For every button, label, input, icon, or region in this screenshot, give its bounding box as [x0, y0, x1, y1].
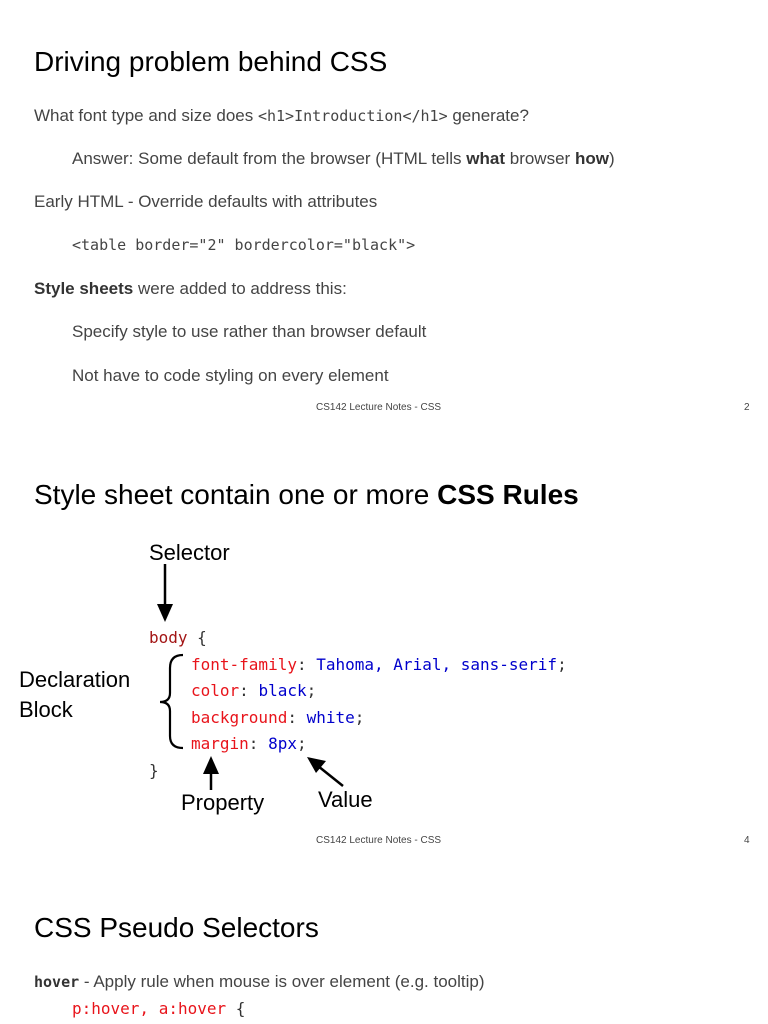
- value-label: Value: [318, 787, 373, 812]
- declaration-label-line2: Block: [19, 697, 73, 722]
- early-html-line: Early HTML - Override defaults with attr…: [34, 192, 378, 211]
- page-number: 2: [744, 402, 750, 413]
- question-suffix: generate?: [447, 106, 529, 125]
- code-property: font-family: [191, 654, 297, 674]
- code-value: white: [306, 707, 355, 727]
- hover-code-brace: {: [226, 999, 246, 1018]
- property-label: Property: [181, 790, 265, 815]
- code-value: Tahoma, Arial, sans-serif: [316, 654, 558, 674]
- code-selector-line: body {: [149, 625, 567, 652]
- slide-title: Style sheet contain one or more CSS Rule…: [34, 479, 579, 511]
- style-sheets-rest: were added to address this:: [133, 279, 347, 298]
- title-bold: CSS Rules: [437, 479, 579, 510]
- slide-title: CSS Pseudo Selectors: [34, 912, 319, 943]
- code-colon: :: [239, 681, 259, 700]
- css-code-block: body { font-family: Tahoma, Arial, sans-…: [149, 625, 567, 784]
- hover-keyword: hover: [34, 973, 80, 991]
- answer-text: Answer: Some default from the browser (H…: [72, 149, 467, 168]
- code-semicolon: ;: [557, 654, 567, 674]
- style-sheets-line: Style sheets were added to address this:: [34, 279, 347, 299]
- point-2: Not have to code styling on every elemen…: [72, 366, 389, 385]
- code-semicolon: ;: [306, 681, 317, 700]
- code-selector: body: [149, 628, 188, 647]
- table-code-line: <table border="2" bordercolor="black">: [72, 236, 416, 254]
- style-sheets-bold: Style sheets: [34, 279, 134, 298]
- question-text: What font type and size does: [34, 106, 258, 125]
- code-colon: :: [287, 707, 307, 727]
- code-colon: :: [296, 654, 317, 674]
- title-prefix: Style sheet contain one or more: [34, 479, 438, 510]
- answer-how: how: [574, 149, 609, 168]
- code-colon: :: [248, 734, 269, 753]
- hover-code-line: p:hover, a:hover {: [72, 999, 245, 1018]
- code-value: black: [258, 681, 307, 700]
- code-semicolon: ;: [296, 734, 307, 753]
- code-value: 8px: [268, 734, 297, 753]
- question-line: What font type and size does <h1>Introdu…: [34, 106, 529, 126]
- code-rule-2: color: black;: [149, 678, 567, 705]
- hover-description: - Apply rule when mouse is over element …: [79, 972, 485, 991]
- code-property: margin: [191, 734, 249, 753]
- code-rule-4: margin: 8px;: [149, 731, 567, 758]
- selector-label: Selector: [149, 540, 230, 565]
- answer-mid: browser: [505, 149, 575, 168]
- code-close-brace: }: [149, 760, 159, 780]
- page-number: 4: [744, 835, 750, 846]
- answer-line: Answer: Some default from the browser (H…: [72, 149, 615, 169]
- answer-suffix: ): [608, 149, 615, 168]
- hover-code-selector: p:hover, a:hover: [72, 999, 227, 1018]
- code-open-brace: {: [187, 628, 207, 647]
- code-semicolon: ;: [354, 707, 365, 727]
- answer-what: what: [466, 149, 506, 168]
- code-rule-1: font-family: Tahoma, Arial, sans-serif;: [149, 652, 567, 679]
- code-rule-3: background: white;: [149, 705, 567, 732]
- code-property: background: [191, 707, 288, 727]
- question-code: <h1>Introduction</h1>: [257, 107, 448, 125]
- slide-title: Driving problem behind CSS: [34, 46, 388, 77]
- slide-footer: CS142 Lecture Notes - CSS: [316, 402, 442, 413]
- declaration-label-line1: Declaration: [19, 667, 131, 692]
- hover-line: hover - Apply rule when mouse is over el…: [34, 972, 485, 992]
- slide-footer: CS142 Lecture Notes - CSS: [316, 835, 442, 846]
- code-property: color: [191, 681, 240, 700]
- point-1: Specify style to use rather than browser…: [72, 322, 427, 341]
